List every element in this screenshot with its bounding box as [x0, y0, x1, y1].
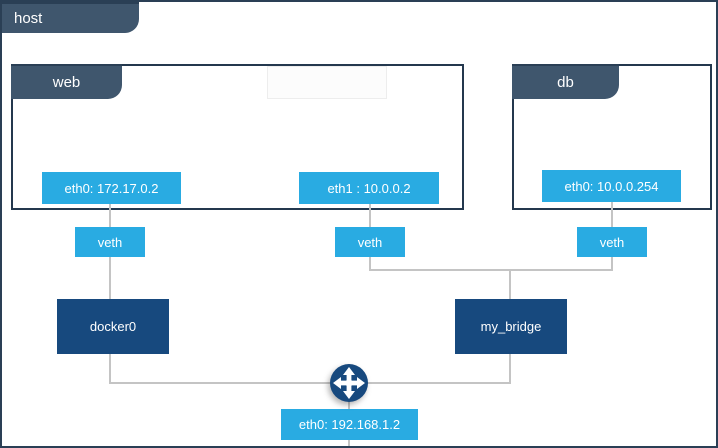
container-web-label: web: [52, 74, 81, 91]
interface-web-eth0-label: eth0: 172.17.0.2: [64, 180, 159, 196]
interface-web-eth1: eth1 : 10.0.0.2: [299, 172, 439, 204]
host-label: host: [14, 10, 43, 27]
interface-web-eth1-label: eth1 : 10.0.0.2: [327, 180, 411, 196]
container-web-tab: web: [11, 64, 122, 99]
veth-middle-label: veth: [357, 234, 383, 250]
bridge-docker0: docker0: [57, 299, 169, 354]
interface-db-eth0-label: eth0: 10.0.0.254: [564, 178, 659, 194]
container-db-tab: db: [512, 64, 619, 99]
veth-left-label: veth: [97, 234, 123, 250]
container-db-label: db: [557, 74, 574, 91]
veth-right-label: veth: [599, 234, 625, 250]
veth-node-middle: veth: [335, 227, 405, 257]
bridge-my-bridge: my_bridge: [455, 299, 567, 354]
bridge-my-bridge-label: my_bridge: [480, 319, 542, 334]
veth-node-right: veth: [577, 227, 647, 257]
host-tab: host: [2, 2, 139, 33]
ghost-artifact-box: [267, 66, 387, 99]
interface-web-eth0: eth0: 172.17.0.2: [42, 172, 181, 204]
interface-db-eth0: eth0: 10.0.0.254: [542, 170, 681, 202]
veth-node-left: veth: [75, 227, 145, 257]
interface-host-eth0-label: eth0: 192.168.1.2: [298, 417, 401, 432]
interface-host-eth0: eth0: 192.168.1.2: [281, 409, 418, 440]
router-icon: [330, 364, 368, 402]
bridge-docker0-label: docker0: [89, 319, 137, 334]
